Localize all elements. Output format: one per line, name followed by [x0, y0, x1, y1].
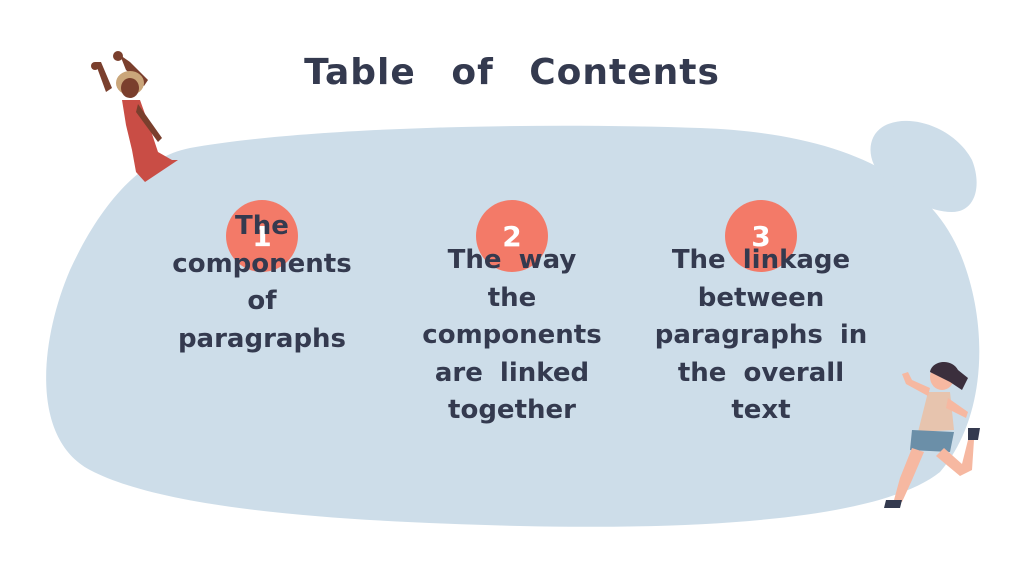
toc-item-label: The way the components are linked togeth… — [422, 245, 602, 425]
dancing-woman-illustration — [91, 51, 178, 182]
number-badge-label: 2 — [502, 219, 522, 253]
number-badge-label: 1 — [252, 219, 272, 253]
page-title: Table of Contents — [304, 52, 720, 93]
number-badge: 3 — [725, 200, 797, 272]
running-woman-illustration — [884, 361, 980, 508]
toc-item-label: The linkage between paragraphs in the ov… — [654, 245, 868, 425]
number-badge: 2 — [476, 200, 548, 272]
number-badge-label: 3 — [751, 219, 771, 253]
small-background-blob — [870, 120, 977, 212]
toc-item-label: The components of paragraphs — [172, 211, 352, 354]
number-badge: 1 — [226, 200, 298, 272]
